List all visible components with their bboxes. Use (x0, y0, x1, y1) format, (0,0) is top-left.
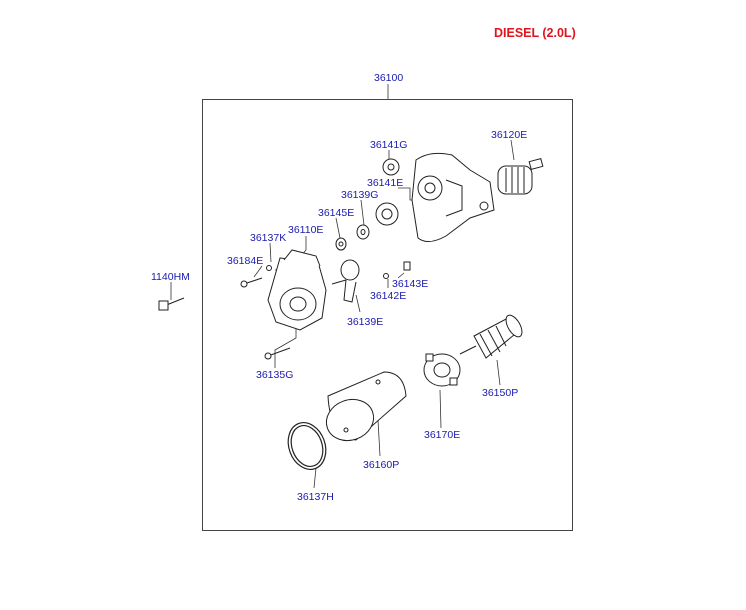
label-36135g[interactable]: 36135G (256, 369, 294, 381)
drive-36120e-icon (497, 157, 544, 195)
label-36142e[interactable]: 36142E (370, 290, 407, 302)
assembly-frame (202, 99, 573, 531)
gear-36139g-icon (375, 202, 399, 226)
label-36143e[interactable]: 36143E (392, 278, 429, 290)
label-36120e[interactable]: 36120E (491, 129, 528, 141)
label-36170e[interactable]: 36170E (424, 429, 461, 441)
o-ring-36137h-icon (287, 422, 327, 470)
label-1140hm[interactable]: 1140HM (151, 271, 190, 283)
gear-36141g-icon (382, 158, 400, 176)
label-36184e[interactable]: 36184E (227, 255, 264, 267)
lever-36139e-icon (331, 259, 360, 303)
label-36145e[interactable]: 36145E (318, 207, 355, 219)
label-36137h[interactable]: 36137H (297, 491, 334, 503)
label-36139e[interactable]: 36139E (347, 316, 384, 328)
engine-title: DIESEL (2.0L) (494, 26, 576, 40)
label-36137k[interactable]: 36137K (250, 232, 287, 244)
brush-holder-36170e-icon (423, 353, 461, 387)
gear-housing-icon (411, 152, 495, 242)
label-36110e[interactable]: 36110E (288, 224, 324, 236)
label-36141e[interactable]: 36141E (367, 177, 404, 189)
armature-36150p-icon (459, 314, 523, 359)
small-parts-icon (158, 261, 411, 360)
label-36141g[interactable]: 36141G (370, 139, 408, 151)
label-36160p[interactable]: 36160P (363, 459, 400, 471)
label-36150p[interactable]: 36150P (482, 387, 519, 399)
label-36100[interactable]: 36100 (374, 72, 404, 84)
bracket-36110e-icon (267, 249, 327, 331)
label-36139g[interactable]: 36139G (341, 189, 379, 201)
washer-small-icon (335, 237, 347, 251)
washer-36145e-icon (356, 224, 370, 240)
yoke-36160p-icon (325, 371, 407, 442)
